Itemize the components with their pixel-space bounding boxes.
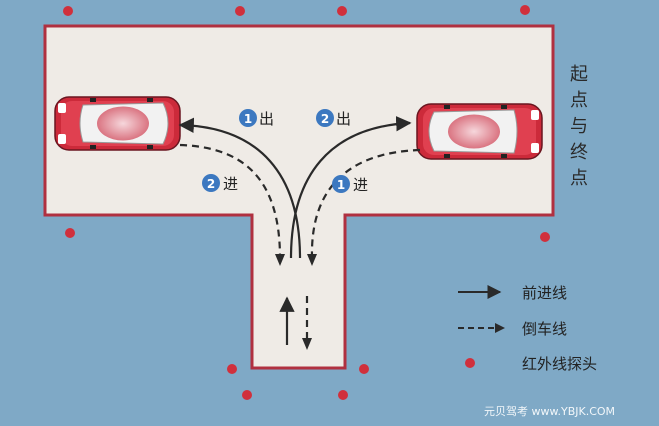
sensor-dot: [63, 6, 73, 16]
path-label-enter-1: 1 进: [332, 175, 368, 194]
forward-line-exit-right: [289, 116, 412, 259]
watermark: 元贝驾考 www.YBJK.COM: [484, 405, 615, 418]
car-left: [54, 96, 181, 151]
legend-label: 倒车线: [522, 320, 567, 338]
sensor-dot: [338, 390, 348, 400]
path-text: 出: [336, 110, 351, 128]
forward-lines: [178, 116, 412, 345]
sensor-dot: [65, 228, 75, 238]
legend-label: 红外线探头: [522, 355, 597, 373]
path-number: 2: [207, 177, 215, 191]
sensor-group: [63, 5, 550, 400]
path-label-exit-2: 2 出: [316, 109, 351, 128]
sensor-dot: [337, 6, 347, 16]
side-label: 起 点 与 终 点: [570, 64, 588, 189]
side-label-char: 起: [570, 64, 588, 85]
side-label-char: 终: [570, 142, 588, 163]
legend-sensor: 红外线探头: [465, 355, 597, 373]
sensor-dot: [235, 6, 245, 16]
path-text: 进: [223, 175, 238, 193]
reverse-line-enter-left: [179, 143, 282, 259]
sensor-dot: [520, 5, 530, 15]
car-right: [416, 103, 543, 160]
forward-line-exit-left: [178, 117, 302, 259]
path-text: 出: [259, 110, 274, 128]
side-label-char: 与: [570, 116, 588, 137]
sensor-dot: [540, 232, 550, 242]
reverse-arrowheads: [275, 254, 317, 350]
legend-reverse-line: 倒车线: [458, 320, 567, 338]
side-label-char: 点: [570, 90, 588, 111]
path-number: 1: [244, 112, 252, 126]
side-label-char: 点: [570, 168, 588, 189]
sensor-dot: [227, 364, 237, 374]
legend-forward-line: 前进线: [458, 284, 567, 302]
reverse-lines: [179, 143, 421, 340]
legend: 前进线 倒车线 红外线探头: [458, 284, 597, 373]
sensor-dot: [359, 364, 369, 374]
sensor-dot: [242, 390, 252, 400]
path-label-enter-2: 2 进: [202, 174, 238, 193]
path-text: 进: [353, 176, 368, 194]
path-number: 1: [337, 178, 345, 192]
path-number: 2: [321, 112, 329, 126]
legend-label: 前进线: [522, 284, 567, 302]
path-label-exit-1: 1 出: [239, 109, 274, 128]
reverse-line-enter-right: [310, 148, 421, 259]
